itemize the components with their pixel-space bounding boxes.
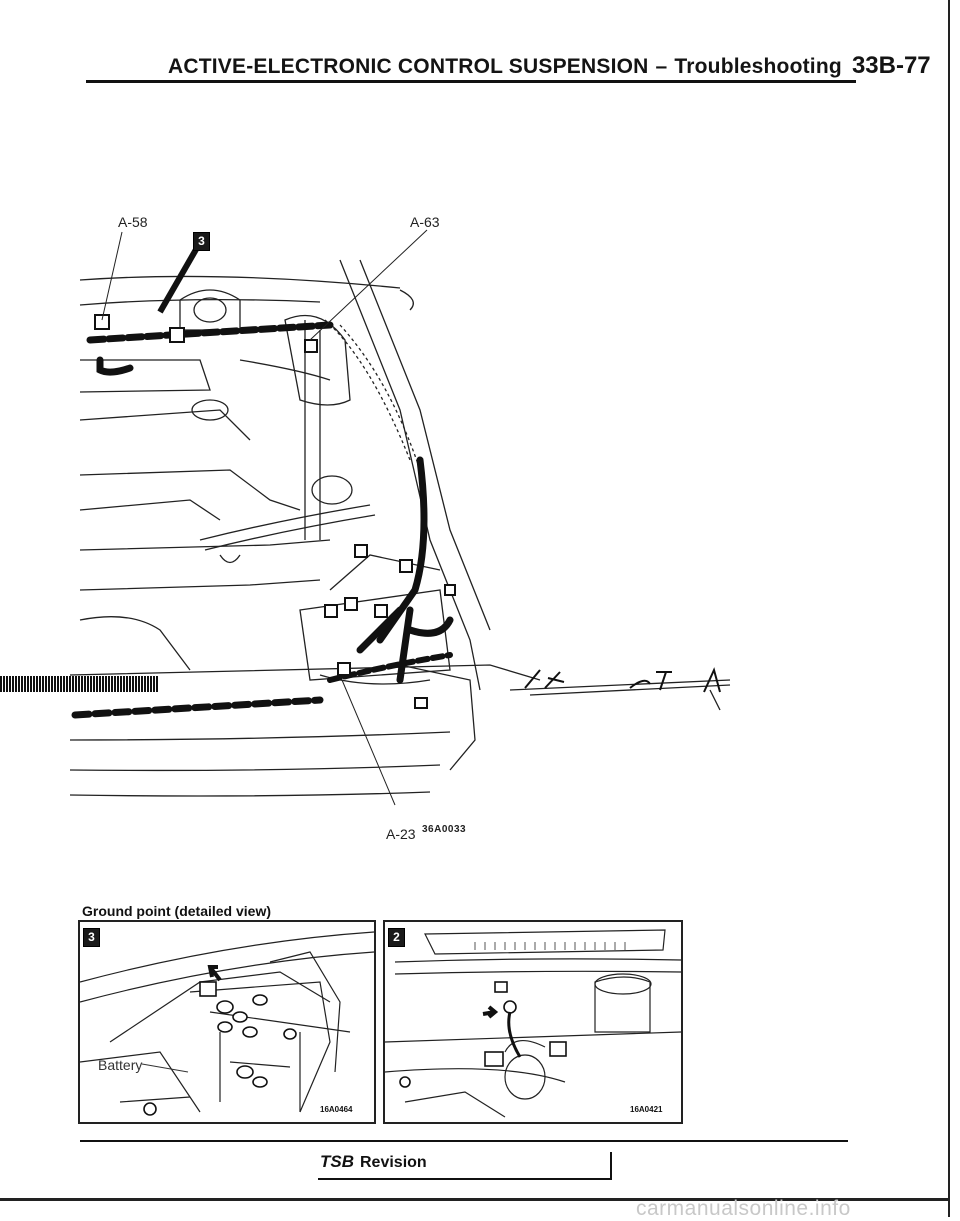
engine-bay-wiring-diagram (70, 229, 731, 806)
header-title: ACTIVE-ELECTRONIC CONTROL SUSPENSION (168, 55, 649, 78)
page-edge-line (948, 0, 950, 1217)
watermark: carmanualsonline.info (636, 1197, 851, 1220)
callout-a58: A-58 (118, 214, 148, 230)
engine-ground-drawing (385, 929, 681, 1118)
ground-point-badge: 3 (193, 232, 210, 251)
battery-label: Battery (98, 1057, 143, 1073)
header-section: Troubleshooting (674, 55, 842, 78)
detail-panel-engine-ground: 2 16A0421 (383, 920, 683, 1124)
header-dash: – (655, 55, 668, 78)
page-number: 33B-77 (851, 52, 931, 79)
header-rule (86, 80, 856, 83)
callout-a23: A-23 (386, 826, 416, 842)
figure-code-panel-2: 16A0421 (630, 1105, 663, 1114)
panel-badge-2: 2 (388, 928, 405, 947)
panel-badge-3: 3 (83, 928, 100, 947)
battery-ground-drawing (80, 931, 374, 1116)
tsb-label: TSB (320, 1152, 354, 1171)
revision-label: Revision (360, 1154, 427, 1171)
figure-code-main: 36A0033 (422, 824, 467, 835)
badge-leader (157, 244, 201, 314)
footer-rule (80, 1140, 848, 1142)
tsb-revision-box: TSB Revision (318, 1152, 612, 1180)
page-base-rule (0, 1198, 948, 1201)
detail-panel-battery-ground: 3 Battery 16A0464 (78, 920, 376, 1124)
figure-code-panel-1: 16A0464 (320, 1105, 353, 1114)
scan-artifact-marks (0, 676, 158, 692)
detail-caption: Ground point (detailed view) (82, 903, 271, 919)
callout-a63: A-63 (410, 214, 440, 230)
page-header: ACTIVE-ELECTRONIC CONTROL SUSPENSION–Tro… (168, 52, 931, 80)
